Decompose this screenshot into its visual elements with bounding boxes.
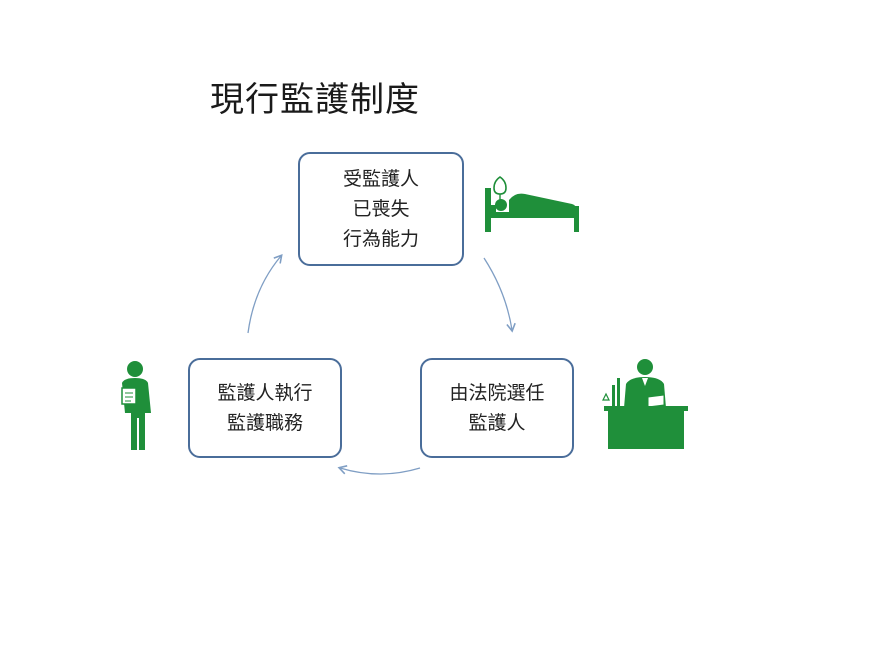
arrow-court-to-guardian	[337, 465, 421, 475]
arrow-ward-to-court	[483, 257, 516, 333]
page-title: 現行監護制度	[210, 80, 420, 120]
court-node-line-1: 由法院選任	[449, 382, 545, 404]
person-with-document-icon	[121, 361, 151, 450]
guardian-node-line-1: 監護人執行	[217, 382, 313, 404]
guardian-node: 監護人執行 監護職務	[188, 358, 342, 458]
guardian-node-line-2: 監護職務	[226, 412, 303, 434]
ward-node-line-1: 受監護人	[342, 168, 419, 190]
judge-at-bench-icon	[602, 359, 688, 449]
arrow-guardian-to-ward	[247, 254, 283, 334]
court-node-line-2: 監護人	[468, 412, 526, 434]
patient-in-bed-icon	[485, 176, 579, 232]
court-node: 由法院選任 監護人	[420, 358, 574, 458]
ward-node-line-3: 行為能力	[342, 228, 419, 250]
ward-node-line-2: 已喪失	[352, 198, 410, 220]
ward-node: 受監護人 已喪失 行為能力	[298, 152, 464, 266]
